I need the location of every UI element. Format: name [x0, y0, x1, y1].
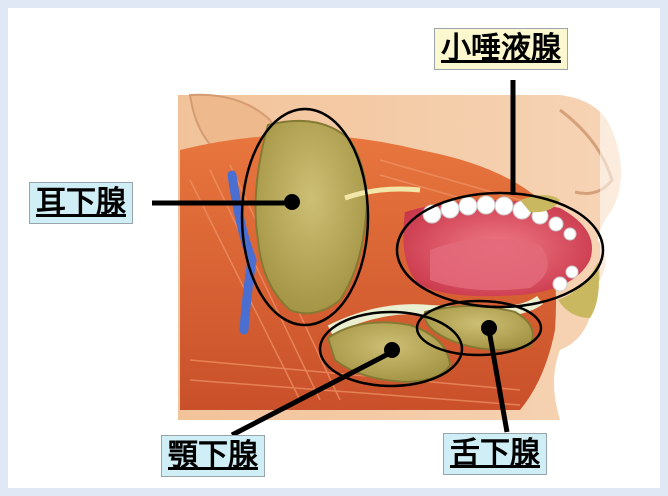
pointer-dot-sublingual: [481, 320, 497, 336]
side-fade: [600, 95, 660, 425]
label-minor-salivary-gland: 小唾液腺: [434, 28, 568, 70]
pointer-dot-parotid: [284, 194, 300, 210]
label-sublingual-gland: 舌下腺: [443, 433, 547, 475]
pointer-dot-submandibular: [384, 342, 400, 358]
label-parotid-gland: 耳下腺: [29, 182, 133, 224]
label-submandibular-gland: 顎下腺: [161, 435, 265, 477]
tongue: [430, 239, 548, 291]
